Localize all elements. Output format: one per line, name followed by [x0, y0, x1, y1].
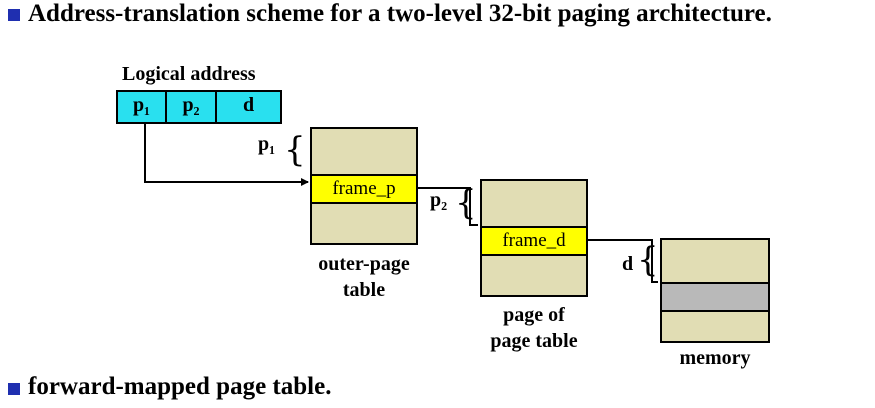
- logical-address-title: Logical address: [122, 63, 256, 85]
- outer-table-label-line2: table: [342, 279, 386, 301]
- bottom-heading: forward-mapped page table.: [28, 373, 332, 400]
- page-of-page-table: frame_d: [480, 179, 588, 297]
- logical-address-box: p₁ p₂ d: [116, 90, 282, 124]
- page-table-label-line2: page table: [490, 330, 578, 352]
- page-title: Address-translation scheme for a two-lev…: [28, 0, 772, 27]
- outer-offset-label: p₁: [258, 133, 276, 155]
- page-table-label-line1: page of: [503, 304, 565, 326]
- memory-offset-brace-icon: {: [637, 240, 659, 280]
- memory-block: [660, 238, 770, 343]
- bullet-square-icon: [8, 9, 20, 21]
- frame-p-to-page-table-arrow: [418, 187, 478, 226]
- outer-table-label-line1: outer-page: [318, 253, 410, 275]
- outer-offset-brace-icon: {: [284, 130, 306, 170]
- address-field-p1: p₁: [118, 92, 167, 122]
- page-table-entry-frame-d: frame_d: [482, 226, 586, 256]
- outer-table-entry-frame-p: frame_p: [312, 174, 416, 204]
- memory-offset-label: d: [622, 253, 634, 275]
- page-table-offset-brace-icon: {: [455, 183, 477, 223]
- address-field-d: d: [242, 94, 255, 116]
- page-table-offset-label: p₂: [430, 189, 448, 211]
- p1-to-outer-table-arrow: [144, 124, 309, 186]
- address-field-p2: p₂: [167, 92, 217, 122]
- outer-page-table: frame_p: [310, 127, 418, 245]
- bullet-square-icon: [8, 383, 20, 395]
- frame-d-to-memory-arrow: [588, 239, 658, 283]
- memory-label: memory: [679, 347, 751, 369]
- memory-target-word: [662, 282, 768, 312]
